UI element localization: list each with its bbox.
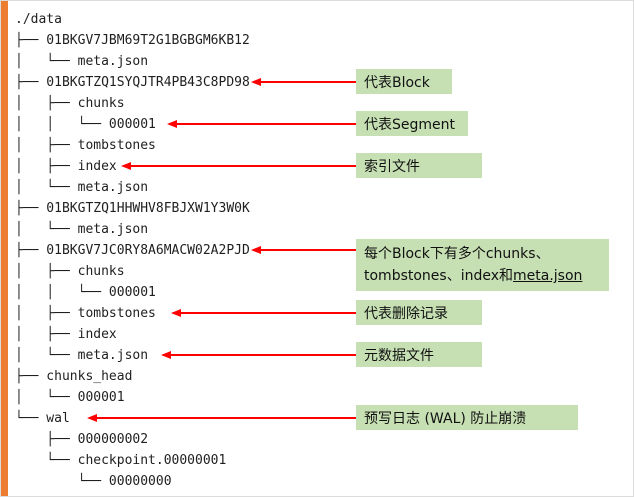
tree-line: │ │ └── 000001 xyxy=(15,117,156,132)
arrow-line xyxy=(171,309,356,317)
tree-line: │ ├── chunks xyxy=(15,264,125,279)
annotation-wal: 预写日志 (WAL) 防止崩溃 xyxy=(356,405,578,430)
directory-tree: ./data ├── 01BKGV7JBM69T2G1BGBGM6KB12 │ … xyxy=(15,9,250,492)
arrowhead-icon xyxy=(87,414,97,422)
arrowhead-icon xyxy=(251,78,261,86)
annotation-index-file: 索引文件 xyxy=(356,153,482,178)
annotation-line-2-underlined: meta.json xyxy=(513,268,583,284)
tree-line: ├── 000000002 xyxy=(15,432,149,447)
tree-line: ├── 01BKGTZQ1HHWHV8FBJXW1Y3W0K xyxy=(15,201,250,216)
tree-line: ├── 01BKGV7JC0RY8A6MACW02A2PJD xyxy=(15,243,250,258)
tree-line: ├── 01BKGV7JBM69T2G1BGBGM6KB12 xyxy=(15,33,250,48)
tree-line: │ └── meta.json xyxy=(15,180,149,195)
left-accent-bar xyxy=(1,1,8,496)
annotation-segment: 代表Segment xyxy=(356,111,468,136)
tree-line: │ ├── tombstones xyxy=(15,306,156,321)
arrowhead-icon xyxy=(167,120,177,128)
tree-line: ├── 01BKGTZQ1SYQJTR4PB43C8PD98 xyxy=(15,75,250,90)
arrow-line xyxy=(87,414,356,422)
tree-line: └── wal xyxy=(15,411,70,426)
tree-line: │ ├── index xyxy=(15,159,117,174)
tree-line: │ └── meta.json xyxy=(15,54,149,69)
arrowhead-icon xyxy=(171,309,181,317)
tree-line: │ ├── chunks xyxy=(15,96,125,111)
tree-line: ./data xyxy=(15,12,62,27)
annotation-tombstones: 代表删除记录 xyxy=(356,300,482,325)
arrow-line xyxy=(161,351,356,359)
arrow-line xyxy=(251,78,356,86)
arrow-line xyxy=(167,120,356,128)
annotation-line-1: 每个Block下有多个chunks、 xyxy=(364,246,550,262)
arrow-line xyxy=(121,162,356,170)
tree-line: │ │ └── 000001 xyxy=(15,285,156,300)
tree-line: └── 00000000 xyxy=(15,474,172,489)
tree-line: └── checkpoint.00000001 xyxy=(15,453,227,468)
annotation-block-contents: 每个Block下有多个chunks、 tombstones、index和meta… xyxy=(356,239,609,291)
arrowhead-icon xyxy=(121,162,131,170)
arrowhead-icon xyxy=(251,246,261,254)
tree-line: │ └── meta.json xyxy=(15,348,149,363)
annotation-metadata-file: 元数据文件 xyxy=(356,342,482,367)
tree-line: │ └── meta.json xyxy=(15,222,149,237)
arrow-line xyxy=(251,246,356,254)
tree-line: │ ├── index xyxy=(15,327,117,342)
tree-line: ├── chunks_head xyxy=(15,369,133,384)
arrowhead-icon xyxy=(161,351,171,359)
tree-line: │ ├── tombstones xyxy=(15,138,156,153)
annotation-line-2: tombstones、index和 xyxy=(364,268,514,284)
annotation-block: 代表Block xyxy=(356,69,452,94)
tree-line: │ └── 000001 xyxy=(15,390,125,405)
